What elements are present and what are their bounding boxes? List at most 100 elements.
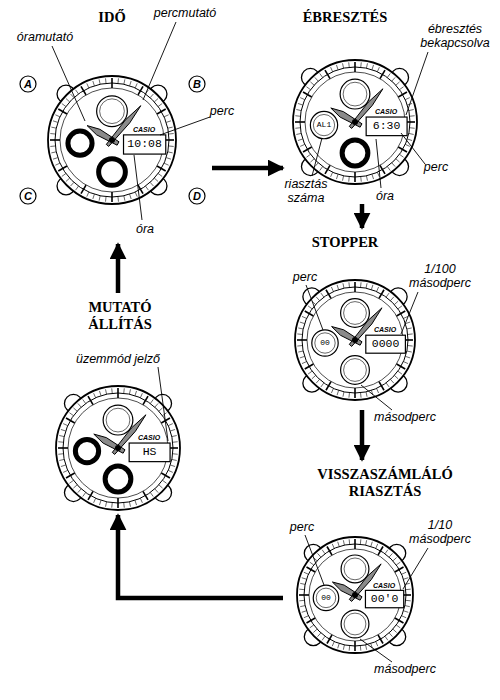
tick-mark (50, 139, 60, 141)
tick-mark (78, 489, 81, 493)
callout-label: perc (293, 270, 317, 284)
tick-mark (304, 616, 309, 618)
button-letter: C (24, 190, 32, 203)
tick-mark (372, 65, 374, 70)
tick-mark (306, 154, 310, 157)
tick-mark (117, 498, 119, 508)
tick-mark (318, 633, 321, 637)
mode-arrow (116, 244, 121, 293)
tick-mark (170, 429, 175, 431)
tick-mark (402, 572, 407, 574)
tick-mark (395, 567, 404, 572)
subdial-thick (68, 131, 92, 155)
callout-label: perc (424, 160, 448, 174)
hand-pivot (352, 592, 358, 598)
subdial-inner (343, 82, 367, 106)
hand-pivot (352, 337, 358, 343)
lcd-window (366, 117, 407, 136)
tick-mark (296, 110, 301, 111)
tick-mark (62, 174, 66, 177)
tick-mark (143, 491, 148, 500)
tick-mark (310, 82, 314, 85)
tick-mark (387, 73, 390, 77)
tick-mark (166, 121, 171, 123)
callout-label: perc (210, 104, 234, 118)
tick-mark (354, 282, 356, 292)
tick-mark (331, 287, 333, 292)
mode-arrow (360, 410, 365, 460)
tick-mark (302, 578, 307, 580)
tick-mark (300, 144, 305, 146)
subdial (310, 111, 337, 138)
tick-mark (392, 163, 395, 167)
leader-line (160, 117, 210, 135)
brand-logo: CASIO (374, 326, 396, 334)
tick-mark (154, 99, 158, 102)
tick-mark (59, 459, 64, 460)
tick-mark (99, 391, 101, 396)
tick-mark (310, 625, 314, 628)
tick-mark (354, 641, 356, 651)
tick-mark (399, 87, 403, 90)
lcd-window (129, 443, 170, 462)
mode-title: MUTATÓ ÁLLÍTÁS (70, 299, 170, 332)
tick-mark (302, 362, 307, 364)
tick-mark (87, 192, 89, 197)
tick-mark (111, 192, 113, 202)
bezel-inner (304, 544, 406, 646)
subdial-inner (344, 613, 366, 635)
lcd-window (124, 135, 166, 154)
tick-mark (325, 165, 330, 174)
tick-mark (295, 127, 300, 129)
tick-mark (310, 562, 314, 565)
tick-mark (298, 139, 303, 141)
tick-mark (58, 447, 68, 449)
tick-mark (298, 328, 303, 329)
tick-mark (398, 306, 402, 309)
tick-mark (71, 182, 74, 186)
tick-mark (408, 333, 413, 335)
bezel (48, 76, 176, 204)
mode-arrow (118, 515, 283, 598)
tick-mark (173, 453, 178, 455)
tick-mark (396, 562, 400, 565)
tick-mark (399, 154, 403, 157)
tick-mark (321, 293, 324, 297)
callout-label: óra (136, 222, 154, 236)
tick-mark (130, 81, 132, 86)
tick-mark (316, 297, 319, 301)
tick-mark (343, 540, 344, 545)
callout-label: 1/100 másodperc (404, 262, 476, 291)
subdial (97, 96, 128, 127)
tick-mark (300, 322, 305, 324)
tick-mark (407, 139, 412, 141)
tick-mark (308, 371, 312, 374)
button-letter: B (193, 78, 201, 91)
lcd-window (366, 335, 406, 353)
bezel-inner (300, 67, 410, 177)
subdial-inner (100, 99, 125, 124)
watch-face (297, 537, 413, 653)
tick-mark (135, 192, 137, 197)
mode-arrow (360, 204, 365, 228)
subdial-digits: 00 (320, 338, 330, 347)
tick-mark (338, 644, 340, 649)
tick-mark (407, 351, 412, 352)
hand-pivot (109, 137, 115, 143)
tick-mark (349, 646, 351, 651)
tick-mark (106, 502, 107, 507)
tick-mark (366, 176, 367, 181)
tick-mark (393, 558, 397, 561)
tick-mark (111, 78, 113, 88)
tick-mark (99, 79, 100, 84)
tick-mark (379, 290, 384, 299)
tick-mark (81, 185, 86, 194)
tick-mark (409, 133, 414, 134)
tick-mark (302, 316, 307, 318)
lcd-digits: 00'0 (371, 592, 399, 605)
tick-mark (366, 392, 367, 397)
tick-mark (76, 90, 79, 94)
button-letter: D (193, 190, 201, 203)
tick-mark (88, 396, 93, 405)
